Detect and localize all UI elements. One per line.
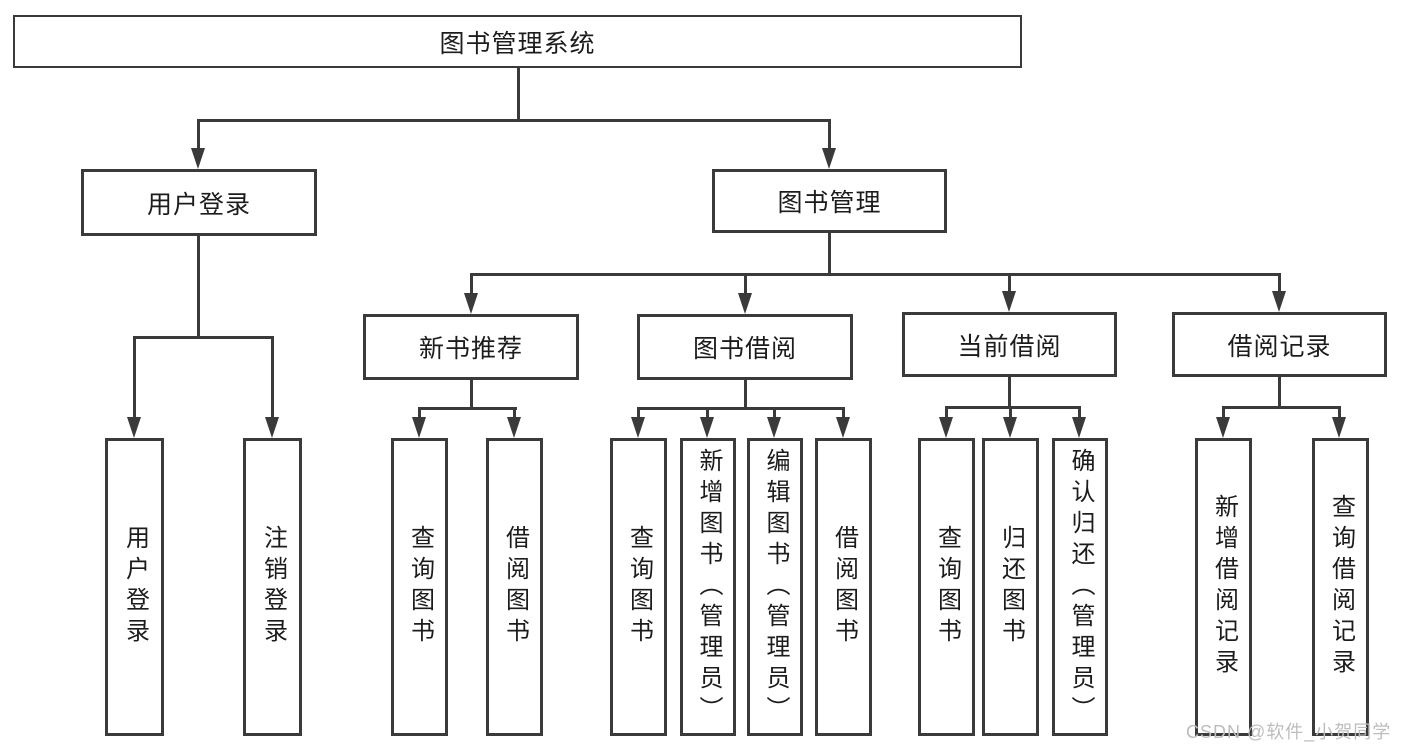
connector-line <box>418 407 421 419</box>
connector-line <box>828 119 831 151</box>
connector-line <box>744 273 747 295</box>
connector-line <box>1008 377 1011 409</box>
connector-line <box>1222 406 1341 409</box>
leaf-query-borrow-record: 查询借阅记录 <box>1312 438 1369 736</box>
down-arrow-icon <box>836 417 850 438</box>
connector-line <box>637 407 844 410</box>
connector-line <box>1078 406 1081 419</box>
connector-line <box>945 406 948 419</box>
down-arrow-icon <box>127 417 141 438</box>
leaf-add-borrow-record: 新增借阅记录 <box>1195 438 1252 736</box>
leaf-confirm-return-admin: 确认归还（管理员） <box>1052 438 1108 736</box>
down-arrow-icon <box>412 417 426 438</box>
connector-line <box>197 236 200 339</box>
node-book-borrow: 图书借阅 <box>637 314 853 380</box>
down-arrow-icon <box>191 148 205 169</box>
leaf-borrow-book: 借阅图书 <box>815 438 872 736</box>
connector-line <box>517 66 520 121</box>
down-arrow-icon <box>1072 417 1086 438</box>
down-arrow-icon <box>1003 417 1017 438</box>
down-arrow-icon <box>631 417 645 438</box>
down-arrow-icon <box>738 293 752 314</box>
watermark: CSDN @软件_小贺同学 <box>1186 722 1392 742</box>
node-borrow-record: 借阅记录 <box>1172 312 1387 377</box>
connector-line <box>133 336 136 420</box>
connector-line <box>842 407 845 419</box>
connector-line <box>470 273 1281 276</box>
leaf-query-book-borrow: 查询图书 <box>610 438 667 736</box>
connector-line <box>197 119 200 151</box>
node-user-login: 用户登录 <box>81 169 317 236</box>
connector-line <box>1008 273 1011 293</box>
connector-line <box>1009 406 1012 419</box>
leaf-edit-book-admin: 编辑图书（管理员） <box>747 438 803 736</box>
connector-line <box>637 407 640 419</box>
node-library-management-system: 图书管理系统 <box>13 15 1022 68</box>
connector-line <box>1338 406 1341 419</box>
connector-line <box>828 233 831 276</box>
node-book-management: 图书管理 <box>712 169 947 233</box>
connector-line <box>945 406 1081 409</box>
node-new-book-recommend: 新书推荐 <box>363 314 579 380</box>
connector-line <box>470 273 473 295</box>
connector-line <box>1278 273 1281 293</box>
down-arrow-icon <box>507 417 521 438</box>
down-arrow-icon <box>1216 417 1230 438</box>
connector-line <box>197 119 831 122</box>
down-arrow-icon <box>767 417 781 438</box>
down-arrow-icon <box>464 293 478 314</box>
connector-line <box>418 407 517 410</box>
down-arrow-icon <box>700 417 714 438</box>
leaf-logout: 注销登录 <box>243 438 302 736</box>
connector-line <box>470 380 473 410</box>
connector-line <box>706 407 709 419</box>
leaf-borrow-book-recommend: 借阅图书 <box>486 438 543 736</box>
down-arrow-icon <box>1002 291 1016 312</box>
connector-line <box>513 407 516 419</box>
node-current-borrow: 当前借阅 <box>902 312 1117 377</box>
down-arrow-icon <box>939 417 953 438</box>
down-arrow-icon <box>265 417 279 438</box>
leaf-return-book: 归还图书 <box>982 438 1039 736</box>
down-arrow-icon <box>822 148 836 169</box>
connector-line <box>744 380 747 410</box>
connector-line <box>1222 406 1225 419</box>
leaf-query-book-recommend: 查询图书 <box>391 438 448 736</box>
down-arrow-icon <box>1272 291 1286 312</box>
connector-line <box>133 336 274 339</box>
connector-line <box>1278 377 1281 409</box>
down-arrow-icon <box>1332 417 1346 438</box>
leaf-query-book-current: 查询图书 <box>918 438 975 736</box>
connector-line <box>271 336 274 420</box>
connector-line <box>773 407 776 419</box>
leaf-user-login: 用户登录 <box>105 438 164 736</box>
leaf-add-book-admin: 新增图书（管理员） <box>680 438 736 736</box>
